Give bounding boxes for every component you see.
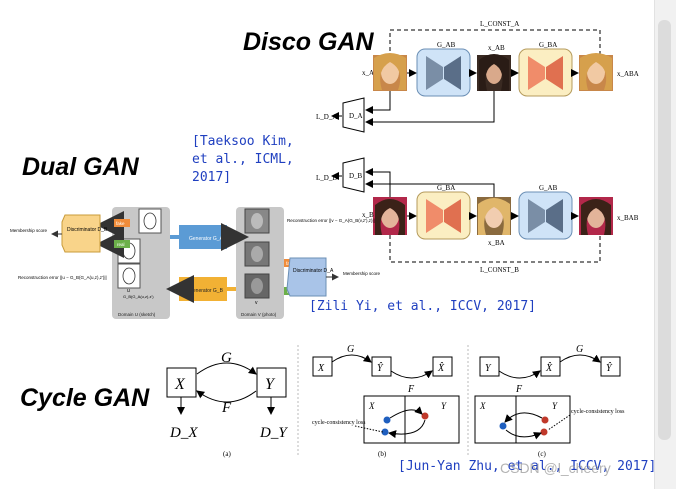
recon-error-bottom: Reconstruction error ||u − G_B(G_A(u,z),… (18, 275, 107, 280)
cycle-gan-title: Cycle GAN (20, 384, 150, 412)
decoder-shape (444, 56, 461, 90)
real-tag-left (114, 240, 130, 248)
face-xbab (579, 197, 613, 235)
g-ba-box-top (518, 48, 573, 97)
cycle-f-label: F (221, 400, 232, 416)
gb-output-label: G_B(G_A(u,z),z') (123, 294, 154, 299)
panel-a-label: (a) (223, 450, 231, 458)
csdn-watermark: CSDN @l_cheery (500, 460, 611, 476)
l-db-label: L_D_B (316, 174, 337, 182)
disco-gan-diagram: L_CONST_A x_A G_AB x_AB G_BA x_ (316, 20, 639, 274)
domain-u-label: Domain U (sketch) (118, 312, 156, 317)
fake-label-left: fake (116, 221, 125, 226)
svg-text:Y: Y (441, 401, 447, 411)
cycle-consistency-label-b: cycle-consistency loss (312, 420, 366, 426)
svg-text:X: X (479, 401, 486, 411)
real-label-left: real (117, 242, 125, 247)
g-ba-label-top: G_BA (539, 41, 557, 49)
g-ba-box-bottom (416, 191, 471, 240)
fake-tag-left (114, 219, 130, 227)
top-loss-label: L_CONST_A (480, 20, 519, 28)
svg-text:Y: Y (552, 401, 558, 411)
v-label: v (255, 300, 258, 306)
generator-b-label: Generator G_B (189, 288, 224, 294)
cycle-x-label: X (174, 376, 186, 393)
xb-label: x_B (362, 211, 374, 219)
generator-a-label: Generator G_A (189, 236, 224, 242)
l-da-label: L_D_A (316, 113, 337, 121)
domain-v-label: Domain V (photo) (241, 312, 277, 317)
xaba-label: x_ABA (617, 70, 639, 78)
domain-u-panel (112, 207, 170, 319)
dual-gan-diagram: Domain U (sketch) Domain V (photo) G_B(G… (10, 207, 381, 319)
face-xba (477, 197, 511, 235)
d-a-shape (342, 97, 365, 133)
xa-label: x_A (362, 69, 374, 77)
sketch-1 (138, 208, 162, 234)
panel-b-yhat: Ŷ (377, 362, 384, 374)
g-ab-box-top (416, 48, 471, 97)
xbab-label: x_BAB (617, 214, 639, 222)
cycle-g-label: G (221, 350, 232, 366)
face-xa (373, 53, 407, 91)
membership-score-right: Membership score (343, 271, 381, 276)
g-ab-label-bottom: G_AB (539, 184, 558, 192)
face-xab (477, 54, 511, 91)
svg-text:X: X (368, 401, 375, 411)
g-ab-box-bottom (518, 191, 573, 240)
d-a-label: D_A (349, 112, 363, 120)
dual-gan-citation: [Zili Yi, et al., ICCV, 2017] (309, 299, 536, 314)
u-label: u (127, 288, 130, 294)
d-b-label: D_B (349, 172, 363, 180)
panel-b-x: X (317, 363, 325, 374)
scrollbar-thumb[interactable] (658, 20, 671, 440)
g-ba-label-bottom: G_BA (437, 184, 455, 192)
panel-b-label: (b) (378, 450, 387, 458)
discriminator-a-label: Discriminator D_A (293, 268, 334, 274)
bottom-loss-label: L_CONST_B (480, 266, 519, 274)
cycle-y-label: Y (265, 376, 276, 393)
sketch-3 (117, 263, 141, 289)
disco-gan-title: Disco GAN (243, 28, 374, 56)
discriminator-b-label: Discriminator D_B (67, 227, 108, 233)
disco-gan-citation: [Taeksoo Kim, et al., ICML, 2017] (192, 134, 294, 185)
panel-b-g: G (347, 344, 354, 355)
panel-b-xhat: X̂ (437, 361, 445, 374)
face-xaba (579, 53, 613, 91)
xba-label: x_BA (488, 239, 505, 247)
g-ab-label-top: G_AB (437, 41, 456, 49)
discriminator-b-box (61, 214, 101, 253)
generator-a-box (179, 225, 227, 249)
dual-gan-title: Dual GAN (22, 153, 139, 181)
panel-c-label: (c) (538, 450, 546, 458)
encoder-shape (426, 56, 443, 90)
panel-c-f: F (515, 384, 523, 395)
cycle-dy-label: D_Y (259, 425, 288, 441)
cycle-consistency-label-c: cycle-consistency loss (571, 409, 625, 415)
membership-score-left: Membership score (10, 228, 48, 233)
xab-label: x_AB (488, 44, 505, 52)
discriminator-a-box (286, 257, 327, 297)
top-const-loss-loop (389, 29, 601, 65)
panel-b-f: F (407, 384, 415, 395)
cycle-gan-diagram: X Y G F D_X D_Y (a) X Ŷ X̂ G F X Y cycle… (166, 344, 625, 458)
face-xb (373, 197, 407, 235)
panel-c-yhat: Ŷ (606, 362, 613, 374)
panel-c-y: Y (485, 363, 492, 374)
cycle-dx-label: D_X (169, 425, 198, 441)
d-b-shape (342, 157, 365, 193)
recon-error-top: Reconstruction error ||v − G_A(G_B(v,z')… (287, 218, 375, 223)
panel-c-g: G (576, 344, 583, 355)
panel-c-xhat: X̂ (545, 361, 553, 374)
cycle-gan-citation: [Jun-Yan Zhu, et al., ICCV, 2017] (398, 459, 657, 474)
